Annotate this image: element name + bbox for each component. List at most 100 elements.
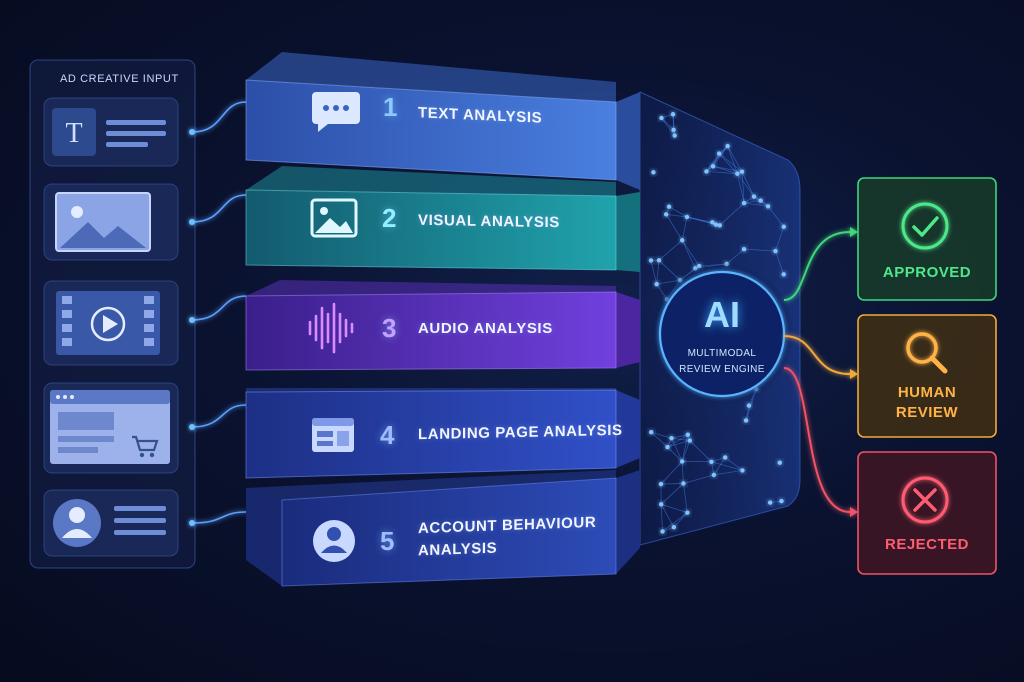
network-link bbox=[681, 461, 684, 484]
stage-2-label: VISUAL ANALYSIS bbox=[418, 211, 560, 232]
outcome-rejected-card[interactable] bbox=[857, 451, 997, 575]
stage-4-block[interactable] bbox=[245, 388, 640, 479]
network-node bbox=[709, 459, 714, 464]
input-panel-title: AD CREATIVE INPUT bbox=[60, 73, 179, 85]
network-node bbox=[758, 198, 763, 203]
network-node bbox=[680, 238, 685, 243]
network-link bbox=[681, 240, 696, 269]
network-node bbox=[735, 171, 740, 176]
stage-2-number: 2 bbox=[382, 203, 397, 233]
network-node bbox=[679, 459, 685, 464]
network-node bbox=[654, 281, 659, 287]
network-node bbox=[671, 127, 676, 132]
network-node bbox=[665, 444, 670, 450]
network-link bbox=[745, 405, 750, 421]
outcome-human-review-card[interactable] bbox=[857, 314, 997, 438]
network-node bbox=[648, 430, 654, 435]
network-node bbox=[739, 169, 745, 174]
network-node bbox=[722, 455, 728, 460]
network-link bbox=[683, 483, 688, 513]
stage-2-block[interactable] bbox=[245, 166, 640, 272]
x-circle-icon bbox=[901, 476, 949, 524]
network-link bbox=[662, 512, 688, 532]
network-node bbox=[663, 212, 669, 217]
network-link bbox=[706, 145, 728, 172]
network-link bbox=[661, 503, 688, 514]
network-node bbox=[666, 204, 672, 209]
network-link bbox=[683, 474, 714, 484]
network-link bbox=[737, 173, 755, 197]
network-link bbox=[706, 171, 738, 175]
network-node bbox=[672, 133, 677, 138]
output-connectors bbox=[783, 227, 858, 517]
input-item-text[interactable]: T bbox=[43, 97, 179, 167]
network-link bbox=[713, 470, 743, 476]
network-node bbox=[660, 529, 665, 534]
network-link bbox=[671, 434, 688, 439]
input-item-video[interactable] bbox=[43, 280, 179, 366]
network-node bbox=[685, 510, 690, 515]
network-link bbox=[667, 440, 690, 448]
network-link bbox=[689, 440, 712, 463]
network-node bbox=[740, 468, 745, 473]
outcome-approved-card[interactable] bbox=[857, 177, 997, 301]
network-link bbox=[681, 434, 689, 462]
network-link bbox=[712, 145, 728, 167]
input-item-user[interactable] bbox=[43, 489, 179, 557]
network-node bbox=[681, 481, 686, 486]
network-link bbox=[713, 457, 726, 476]
network-link bbox=[719, 202, 745, 226]
network-link bbox=[727, 145, 743, 172]
network-node bbox=[779, 498, 784, 504]
network-link bbox=[681, 216, 688, 241]
network-link bbox=[671, 438, 683, 462]
network-link bbox=[660, 504, 675, 528]
input-item-image[interactable] bbox=[43, 183, 179, 261]
stage-5-label-line2: ANALYSIS bbox=[418, 539, 498, 560]
input-item-webpage[interactable] bbox=[43, 382, 179, 474]
network-link bbox=[660, 461, 683, 485]
network-link bbox=[767, 206, 785, 227]
network-link bbox=[665, 214, 683, 241]
network-link bbox=[651, 431, 672, 439]
stage-3-block[interactable] bbox=[245, 280, 640, 371]
stage-3-number: 3 bbox=[382, 313, 397, 343]
stage-3-label: AUDIO ANALYSIS bbox=[418, 320, 553, 337]
stage-4-number: 4 bbox=[380, 420, 395, 450]
network-node bbox=[658, 502, 664, 507]
magnifier-icon bbox=[906, 332, 948, 374]
network-node bbox=[741, 246, 747, 252]
account-icon bbox=[313, 520, 355, 562]
network-link bbox=[671, 437, 690, 441]
network-node bbox=[710, 220, 715, 225]
input-panel: T bbox=[29, 59, 196, 569]
network-node bbox=[669, 435, 674, 441]
network-link bbox=[718, 153, 738, 174]
network-node bbox=[725, 143, 730, 149]
network-node bbox=[687, 438, 693, 443]
check-circle-icon bbox=[901, 202, 949, 250]
network-link bbox=[658, 259, 681, 281]
network-node bbox=[704, 169, 709, 174]
network-link bbox=[775, 250, 785, 275]
network-link bbox=[711, 457, 726, 463]
network-link bbox=[711, 461, 743, 471]
network-link bbox=[650, 260, 658, 285]
network-link bbox=[661, 117, 675, 136]
network-link bbox=[666, 213, 688, 218]
network-link bbox=[775, 226, 785, 252]
network-node bbox=[710, 164, 716, 169]
network-node bbox=[751, 194, 757, 199]
engine-subtitle-line1: MULTIMODAL bbox=[687, 348, 757, 359]
network-link bbox=[744, 248, 776, 252]
network-node bbox=[767, 500, 773, 505]
network-link bbox=[744, 200, 761, 204]
outcome-approved-label: APPROVED bbox=[882, 264, 972, 281]
network-link bbox=[736, 173, 745, 204]
stage-5-block[interactable] bbox=[246, 470, 640, 587]
network-link bbox=[741, 171, 745, 204]
svg-text:T: T bbox=[65, 118, 82, 149]
network-link bbox=[726, 248, 745, 265]
input-connectors bbox=[191, 101, 247, 524]
